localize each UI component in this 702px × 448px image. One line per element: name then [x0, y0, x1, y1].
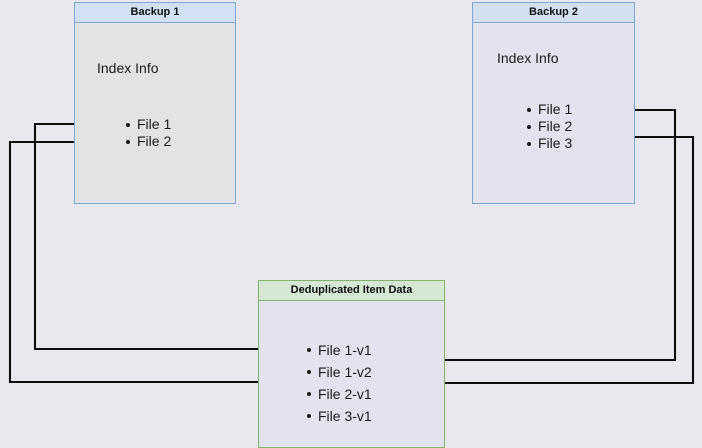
backup1-title: Backup 1 [75, 3, 235, 23]
list-item: File 3-v1 [307, 405, 372, 427]
list-item: File 1-v2 [307, 361, 372, 383]
backup2-file-list: File 1 File 2 File 3 [527, 101, 572, 152]
list-item: File 2 [126, 133, 171, 150]
list-item: File 3 [527, 135, 572, 152]
backup2-body [473, 23, 634, 203]
connector-backup2-file1-to-file1v2 [395, 108, 677, 364]
backup2-box: Backup 2 [472, 2, 635, 204]
backup1-box: Backup 1 [74, 2, 236, 204]
backup1-file-list: File 1 File 2 [126, 116, 171, 150]
dedup-item-list: File 1-v1 File 1-v2 File 2-v1 File 3-v1 [307, 339, 372, 427]
list-item: File 1 [527, 101, 572, 118]
dedup-body [259, 301, 444, 447]
backup1-body [75, 23, 235, 203]
backup2-index-info-label: Index Info [497, 50, 559, 66]
list-item: File 2 [527, 118, 572, 135]
backup2-title: Backup 2 [473, 3, 634, 23]
connector-backup2-file2-to-file2v1 [392, 135, 695, 387]
deduplicated-item-data-box: Deduplicated Item Data [258, 280, 445, 448]
backup1-index-info-label: Index Info [97, 60, 159, 76]
dedup-title: Deduplicated Item Data [259, 281, 444, 301]
connector-backup1-file2-to-file2v1 [8, 140, 297, 386]
list-item: File 1 [126, 116, 171, 133]
list-item: File 1-v1 [307, 339, 372, 361]
list-item: File 2-v1 [307, 383, 372, 405]
